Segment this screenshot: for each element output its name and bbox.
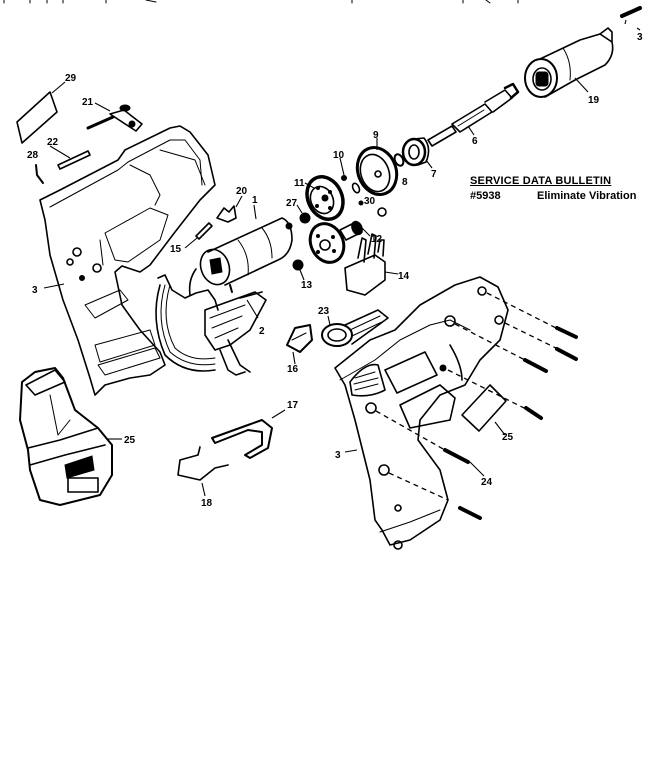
part-11-gear[interactable]: [300, 171, 349, 225]
callout-22: 22: [47, 137, 59, 148]
part-22-pin[interactable]: [49, 145, 91, 170]
bulletin-number: #5938: [470, 190, 501, 202]
part-23-trigger[interactable]: [321, 309, 389, 347]
callout-19: 19: [588, 95, 600, 106]
part-3-chuck-screw[interactable]: [620, 6, 642, 31]
part-15-pin[interactable]: [184, 222, 213, 249]
bulletin-description: Eliminate Vibration: [537, 190, 637, 202]
callout-13: 13: [301, 280, 313, 291]
callout-29: 29: [65, 73, 77, 84]
part-28-wire[interactable]: [35, 164, 44, 184]
callout-3-left: 3: [32, 285, 38, 296]
callout-3-right: 3: [335, 450, 341, 461]
bulletin-title: SERVICE DATA BULLETIN: [470, 175, 612, 187]
callout-20: 20: [236, 186, 248, 197]
callout-25-battery: 25: [124, 435, 136, 446]
part-21-pin[interactable]: [86, 102, 143, 132]
callout-10: 10: [333, 150, 345, 161]
top-edge-marks: [3, 0, 519, 4]
bulletin-row: #5938 Eliminate Vibration: [470, 189, 636, 204]
service-bulletin: SERVICE DATA BULLETIN #5938 Eliminate Vib…: [470, 174, 636, 204]
part-18-spring[interactable]: [177, 446, 229, 497]
callout-28: 28: [27, 150, 39, 161]
part-13-ball[interactable]: [292, 259, 305, 281]
callout-27: 27: [286, 198, 298, 209]
part-17-clip[interactable]: [211, 409, 286, 459]
part-16-button[interactable]: [286, 324, 313, 365]
part-29-label-plate[interactable]: [16, 81, 66, 144]
callout-30: 30: [364, 196, 376, 207]
callout-3-top: 3: [637, 32, 643, 43]
part-27-nut[interactable]: [296, 204, 311, 224]
part-1-motor[interactable]: [196, 204, 293, 293]
part-19-chuck[interactable]: [524, 27, 614, 98]
callout-17: 17: [287, 400, 299, 411]
part-14-bracket[interactable]: [344, 233, 399, 296]
part-10-washer[interactable]: [339, 157, 347, 181]
part-8-washer[interactable]: [393, 153, 405, 167]
callout-6: 6: [472, 136, 478, 147]
part-25-battery[interactable]: [19, 367, 122, 506]
part-12-gear[interactable]: [304, 207, 387, 268]
part-6-spindle[interactable]: [427, 82, 520, 147]
callout-11: 11: [294, 178, 305, 189]
callout-9: 9: [373, 130, 379, 141]
callout-14: 14: [398, 271, 410, 282]
callout-25-label: 25: [502, 432, 514, 443]
part-20-clip[interactable]: [216, 195, 243, 223]
part-3-left-housing[interactable]: [39, 125, 216, 396]
housing-screws[interactable]: [375, 292, 578, 520]
callout-16: 16: [287, 364, 299, 375]
callout-24: 24: [481, 477, 493, 488]
callout-1: 1: [252, 195, 258, 206]
part-3-right-housing[interactable]: [334, 276, 509, 550]
callout-15: 15: [170, 244, 182, 255]
callout-18: 18: [201, 498, 213, 509]
callout-2: 2: [259, 326, 265, 337]
callout-12: 12: [371, 234, 383, 245]
callout-21: 21: [82, 97, 94, 108]
part-2-switch-assembly[interactable]: [155, 268, 267, 376]
callout-23: 23: [318, 306, 330, 317]
part-30-washer[interactable]: [351, 182, 364, 206]
callout-labels: 29 21 22 28 3 20 15 1 2 27 13 11 10 30 1…: [27, 32, 643, 509]
callout-7: 7: [431, 169, 437, 180]
part-9-gear[interactable]: [351, 138, 403, 200]
callout-8: 8: [402, 177, 408, 188]
part-26-label[interactable]: [461, 384, 507, 436]
part-7-bearing[interactable]: [401, 137, 433, 169]
